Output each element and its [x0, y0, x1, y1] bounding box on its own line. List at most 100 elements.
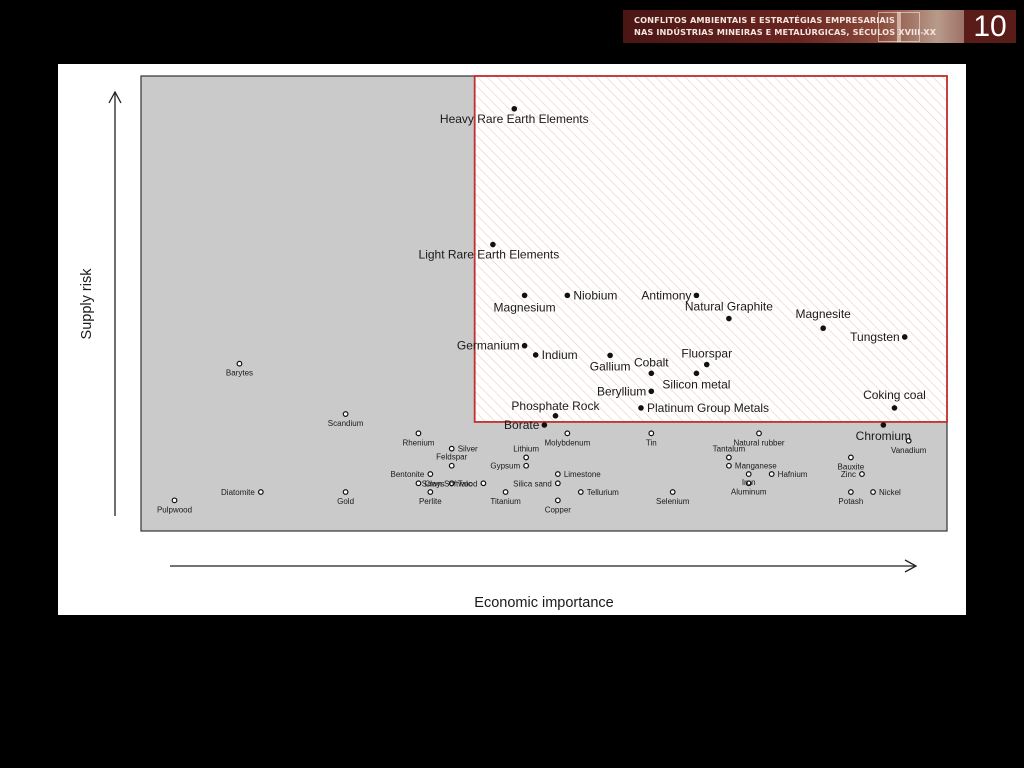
label-niobium: Niobium	[573, 288, 617, 302]
point-niobium	[564, 292, 571, 299]
y-axis-title: Supply risk	[79, 268, 95, 340]
banner-title-line-2: NAS INDÚSTRIAS MINEIRAS E METALÚRGICAS, …	[634, 27, 937, 37]
point-silver	[448, 445, 455, 452]
slide-number: 10	[964, 10, 1016, 43]
point-gallium	[607, 352, 613, 359]
label-chromium: Chromium	[856, 429, 911, 443]
point-feldspar	[448, 462, 455, 469]
label-potash: Potash	[838, 497, 863, 506]
point-talc	[448, 480, 455, 487]
critical-region	[473, 75, 948, 423]
label-silver: Silver	[458, 445, 478, 454]
point-beryllium	[648, 388, 655, 395]
label-indium: Indium	[542, 348, 578, 362]
label-molybdenum: Molybdenum	[544, 438, 590, 447]
label-silicon-metal: Silicon metal	[662, 377, 730, 391]
label-bauxite: Bauxite	[838, 462, 865, 471]
point-tungsten	[901, 334, 908, 340]
point-germanium	[521, 342, 528, 349]
label-vanadium: Vanadium	[891, 446, 927, 455]
point-gold	[342, 489, 349, 495]
label-titanium: Titanium	[490, 497, 521, 506]
point-pulpwood	[171, 497, 178, 504]
point-fluorspar	[703, 361, 710, 368]
label-bentonite: Bentonite	[391, 470, 425, 479]
point-zinc	[859, 471, 865, 477]
label-germanium: Germanium	[457, 339, 520, 353]
label-limestone: Limestone	[564, 470, 601, 479]
label-rhenium: Rhenium	[402, 438, 434, 447]
label-light-rare-earth-elements: Light Rare Earth Elements	[419, 248, 560, 262]
label-natural-graphite: Natural Graphite	[685, 300, 773, 314]
point-borate	[541, 422, 548, 428]
point-tellurium	[577, 489, 584, 495]
banner-building-photo	[878, 12, 920, 42]
point-titanium	[502, 489, 509, 495]
point-silica-sand	[554, 480, 561, 487]
data-points	[171, 105, 912, 504]
point-phosphate-rock	[552, 413, 559, 419]
label-antimony: Antimony	[641, 288, 691, 302]
label-manganese: Manganese	[735, 462, 777, 471]
point-cobalt	[648, 370, 655, 377]
label-talc: Talc	[458, 479, 472, 488]
label-phosphate-rock: Phosphate Rock	[511, 399, 600, 413]
label-beryllium: Beryllium	[597, 384, 646, 398]
label-clays: Clays	[424, 479, 444, 488]
label-nickel: Nickel	[879, 488, 901, 497]
label-tin: Tin	[646, 438, 657, 447]
point-nickel	[870, 489, 876, 495]
label-zinc: Zinc	[841, 470, 856, 479]
label-hafnium: Hafnium	[778, 470, 808, 479]
point-coking-coal	[891, 405, 898, 411]
label-magnesium: Magnesium	[494, 300, 556, 314]
point-rhenium	[415, 430, 422, 437]
x-axis-title: Economic importance	[474, 595, 613, 611]
label-scandium: Scandium	[328, 419, 364, 428]
label-magnesite: Magnesite	[795, 307, 851, 321]
point-chromium	[880, 422, 887, 428]
label-perlite: Perlite	[419, 497, 442, 506]
label-sawn-softwood: Sawn Softwood	[422, 479, 478, 488]
label-barytes: Barytes	[226, 369, 253, 378]
point-natural-graphite	[726, 315, 732, 322]
point-potash	[847, 489, 854, 495]
label-gold: Gold	[337, 497, 354, 506]
label-gypsum: Gypsum	[490, 462, 520, 471]
point-vanadium	[905, 437, 912, 444]
point-magnesium	[521, 292, 528, 299]
point-tantalum	[726, 454, 732, 461]
label-fluorspar: Fluorspar	[681, 347, 732, 361]
point-lithium	[523, 454, 530, 461]
point-sawn-softwood	[480, 480, 487, 487]
label-coking-coal: Coking coal	[863, 388, 926, 402]
point-light-rare-earth-elements	[490, 241, 496, 248]
point-barytes	[236, 360, 243, 367]
label-tellurium: Tellurium	[587, 488, 619, 497]
point-natural-rubber	[756, 430, 762, 437]
label-diatomite: Diatomite	[221, 488, 255, 497]
point-perlite	[427, 489, 434, 495]
point-magnesite	[820, 325, 826, 332]
point-bauxite	[847, 454, 854, 461]
point-selenium	[669, 489, 676, 495]
point-manganese	[726, 462, 732, 469]
label-tantalum: Tantalum	[713, 444, 746, 453]
label-platinum-group-metals: Platinum Group Metals	[647, 401, 769, 415]
point-tin	[648, 430, 655, 437]
label-heavy-rare-earth-elements: Heavy Rare Earth Elements	[440, 112, 589, 126]
header-banner: CONFLITOS AMBIENTAIS E ESTRATÉGIAS EMPRE…	[623, 10, 1016, 43]
point-limestone	[554, 471, 561, 477]
point-aluminum	[745, 480, 752, 487]
label-copper: Copper	[545, 505, 572, 514]
point-copper	[554, 497, 561, 504]
label-borate: Borate	[504, 418, 540, 432]
point-gypsum	[523, 462, 530, 469]
point-platinum-group-metals	[638, 405, 644, 411]
point-iron	[745, 471, 752, 477]
point-indium	[532, 352, 539, 358]
point-antimony	[693, 292, 700, 299]
